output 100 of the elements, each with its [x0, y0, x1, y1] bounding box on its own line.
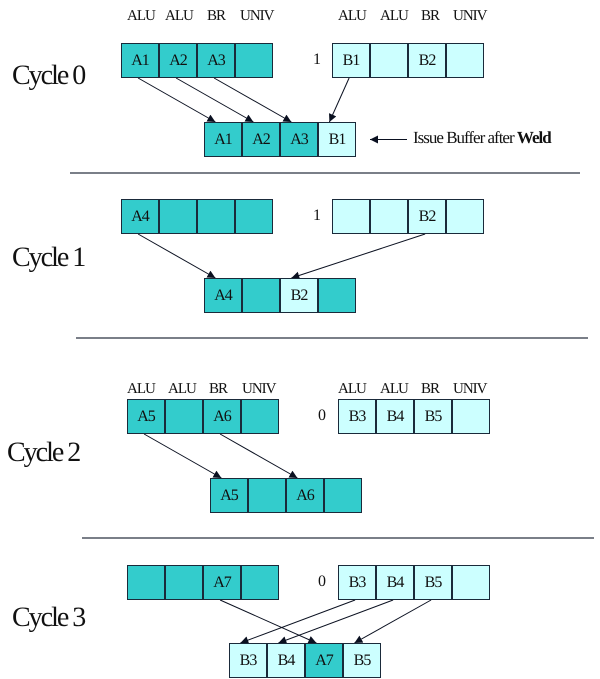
- unit-label: ALU: [338, 381, 366, 398]
- buffer-slot: [204, 278, 242, 313]
- buffer-slot: [127, 399, 165, 434]
- buffer-slot: [242, 122, 280, 157]
- instruction-label: A4: [131, 208, 149, 226]
- buffer-slot: [210, 478, 248, 513]
- arrow: [220, 434, 298, 478]
- thread-number: 0: [318, 573, 325, 591]
- buffer-slot: [452, 399, 490, 434]
- buffer-slot: [159, 43, 197, 78]
- buffer-slot: [165, 399, 203, 434]
- buffer-slot: [332, 199, 370, 234]
- instruction-label: B5: [424, 408, 442, 426]
- instruction-label: B3: [348, 408, 366, 426]
- instruction-label: B2: [418, 208, 436, 226]
- buffer-slot: [235, 43, 273, 78]
- instruction-label: A4: [214, 286, 232, 304]
- thread-number: 1: [313, 51, 320, 69]
- buffer-slot: [121, 199, 159, 234]
- buffer-slot: [204, 122, 242, 157]
- buffer-slot: [324, 478, 362, 513]
- buffer-slot: [338, 565, 376, 600]
- buffer-slot: [197, 43, 235, 78]
- buffer-slot: [235, 199, 273, 234]
- instruction-label: A6: [296, 486, 314, 504]
- instruction-label: A3: [290, 130, 308, 148]
- buffer-slot: [414, 399, 452, 434]
- buffer-slot: [267, 643, 305, 678]
- buffer-slot: [197, 199, 235, 234]
- instruction-label: B2: [290, 286, 308, 304]
- instruction-label: B5: [424, 574, 442, 592]
- instruction-label: A1: [131, 52, 149, 70]
- unit-label: BR: [207, 8, 226, 25]
- unit-label: UNIV: [242, 381, 276, 398]
- unit-label: UNIV: [240, 8, 274, 25]
- cycle-label: Cycle 3: [12, 602, 84, 634]
- buffer-slot: [318, 122, 356, 157]
- instruction-label: B1: [342, 52, 360, 70]
- buffer-slot: [241, 399, 279, 434]
- buffer-slot: [127, 565, 165, 600]
- arrow: [278, 600, 394, 644]
- arrow: [214, 78, 292, 122]
- callout-text: Issue Buffer after Weld: [413, 128, 551, 148]
- buffer-slot: [408, 43, 446, 78]
- buffer-slot: [318, 278, 356, 313]
- instruction-label: A2: [252, 130, 270, 148]
- buffer-slot: [159, 199, 197, 234]
- unit-label: UNIV: [453, 8, 486, 25]
- buffer-slot: [408, 199, 446, 234]
- arrow: [144, 434, 222, 478]
- buffer-slot: [229, 643, 267, 678]
- buffer-slot: [121, 43, 159, 78]
- instruction-label: A1: [214, 130, 232, 148]
- cycle-label: Cycle 2: [7, 437, 80, 469]
- unit-label: UNIV: [453, 381, 486, 398]
- unit-label: ALU: [168, 381, 196, 398]
- buffer-slot: [446, 43, 484, 78]
- buffer-slot: [203, 565, 241, 600]
- unit-label: ALU: [127, 381, 155, 398]
- buffer-slot: [446, 199, 484, 234]
- arrow: [138, 234, 216, 278]
- thread-number: 0: [318, 407, 325, 425]
- unit-label: BR: [421, 381, 440, 398]
- cycle-label: Cycle 0: [12, 60, 84, 92]
- arrow: [328, 78, 350, 122]
- buffer-slot: [241, 565, 279, 600]
- buffer-slot: [248, 478, 286, 513]
- arrow: [138, 78, 216, 122]
- buffer-slot: [242, 278, 280, 313]
- buffer-slot: [452, 565, 490, 600]
- instruction-label: B2: [418, 52, 436, 70]
- buffer-slot: [286, 478, 324, 513]
- buffer-slot: [370, 43, 408, 78]
- instruction-label: A6: [213, 408, 231, 426]
- arrow: [220, 600, 317, 644]
- buffer-slot: [305, 643, 343, 678]
- instruction-label: A5: [137, 408, 155, 426]
- instruction-label: A3: [207, 52, 225, 70]
- buffer-slot: [370, 199, 408, 234]
- unit-label: ALU: [380, 381, 408, 398]
- instruction-label: B3: [240, 652, 256, 670]
- unit-label: BR: [421, 8, 440, 25]
- buffer-slot: [376, 399, 414, 434]
- arrow: [240, 600, 356, 644]
- instruction-label: B4: [386, 408, 404, 426]
- instruction-label: A5: [220, 486, 238, 504]
- arrow: [370, 136, 408, 144]
- buffer-slot: [338, 399, 376, 434]
- buffer-slot: [332, 43, 370, 78]
- buffer-slot: [376, 565, 414, 600]
- unit-label: ALU: [338, 8, 366, 25]
- unit-label: ALU: [165, 8, 193, 25]
- instruction-label: A2: [169, 52, 187, 70]
- buffer-slot: [414, 565, 452, 600]
- instruction-label: B1: [328, 130, 346, 148]
- instruction-label: B3: [348, 574, 366, 592]
- buffer-slot: [280, 122, 318, 157]
- buffer-slot: [343, 643, 381, 678]
- instruction-label: A7: [213, 574, 231, 592]
- arrow: [354, 600, 432, 644]
